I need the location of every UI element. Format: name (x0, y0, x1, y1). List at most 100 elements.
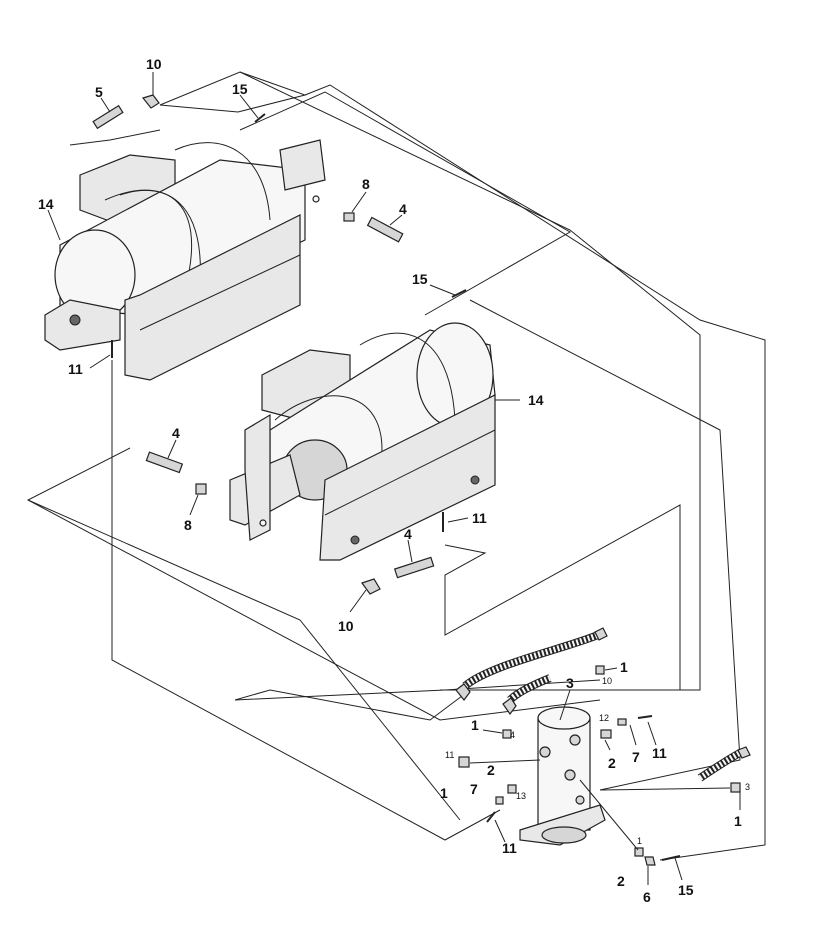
leader-5 (100, 97, 111, 113)
fitting-1-left (502, 729, 512, 739)
callout-11-mid: 11 (472, 510, 487, 526)
fitting-2-bottom (634, 847, 644, 857)
leader-3 (559, 689, 571, 721)
leader-8-top (351, 191, 367, 213)
callout-6: 6 (643, 889, 651, 905)
fitting-3-tee (730, 782, 741, 793)
callout-1-small-bottom: 1 (637, 836, 642, 846)
routing-line-mid-right (469, 299, 741, 791)
callout-14-mid: 14 (528, 392, 544, 408)
leader-15-top (239, 94, 259, 119)
winch-top-foot-left (44, 299, 121, 351)
callout-11-small: 11 (445, 750, 454, 760)
leader-15-mid (429, 284, 456, 296)
routing-line-lower-left (234, 689, 471, 721)
leader-4-left (167, 439, 177, 459)
winch-middle-rib-1 (274, 395, 383, 471)
callout-8-left: 8 (184, 517, 192, 533)
routing-line-top-left-box (69, 129, 161, 146)
callout-11-left: 11 (68, 361, 83, 377)
routing-line-mid-box (444, 504, 681, 690)
leader-1-left (482, 729, 503, 734)
leader-10-mid (349, 589, 367, 613)
winch-middle-bolt-2 (470, 475, 480, 485)
leader-1-lower-left (469, 759, 541, 764)
leader-11-left (89, 354, 111, 369)
callout-11-right: 11 (652, 745, 667, 761)
winch-top-port (312, 195, 320, 203)
callout-14-top: 14 (38, 196, 54, 212)
fitting-13 (507, 784, 517, 794)
valve-port-4 (575, 795, 585, 805)
callout-2-bottom: 2 (617, 873, 625, 889)
winch-top-rib-3 (119, 189, 201, 286)
hose-short-end-fitting (502, 697, 517, 716)
leader-4-top (389, 214, 403, 226)
winch-middle-frame (319, 394, 496, 561)
winch-middle-port (259, 519, 267, 527)
callout-4-small: 4 (510, 730, 515, 740)
callout-15-mid: 15 (412, 271, 428, 287)
valve-assembly (455, 627, 751, 885)
winch-middle-frame-rail (324, 429, 496, 516)
leader-14-top (47, 209, 61, 241)
winch-middle-frame-left (244, 413, 271, 541)
callout-4-top: 4 (399, 201, 407, 217)
hose-long-end-fitting (455, 683, 471, 701)
callout-8-top: 8 (362, 176, 370, 192)
routing-line-left-vertical (111, 360, 501, 841)
routing-line-top-long-2 (304, 84, 766, 861)
leader-valve-right (599, 787, 731, 791)
callout-13-small: 13 (516, 791, 526, 801)
callout-1-top: 1 (620, 659, 628, 675)
routing-line-left-box (26, 447, 601, 721)
callout-12-small: 12 (599, 713, 609, 723)
winch-top (44, 139, 326, 381)
callout-10-top: 10 (146, 56, 162, 72)
fitting-10-elbow-top (141, 94, 160, 109)
fitting-1-top (595, 665, 605, 675)
callout-3-valve: 3 (566, 675, 574, 691)
leader-4-mid (407, 539, 413, 563)
callout-15-top: 15 (232, 81, 248, 97)
routing-line-top-to-mid (239, 91, 572, 316)
winch-top-motor (279, 139, 326, 191)
callout-10-small: 10 (602, 676, 612, 686)
fitting-15-pin-top (254, 113, 266, 123)
callout-5: 5 (95, 84, 103, 100)
winch-top-fittings (92, 94, 467, 358)
routing-line-top-long (239, 71, 701, 691)
callout-11-bottom: 11 (502, 840, 517, 856)
winch-middle-bolt-1 (350, 535, 360, 545)
callout-1-far-right: 1 (734, 813, 742, 829)
valve-port-3 (564, 769, 576, 781)
winch-top-rib-2 (174, 142, 271, 221)
fitting-8-left (195, 483, 207, 495)
winch-top-frame-rail (139, 254, 301, 331)
routing-line-left-box-2 (27, 499, 461, 821)
valve-base (541, 826, 587, 844)
fitting-4-adapter-mid (393, 556, 435, 579)
callout-2-left: 2 (487, 762, 495, 778)
hose-long-swivel (594, 627, 608, 641)
callout-1-left: 1 (471, 717, 479, 733)
hose-short (507, 674, 552, 704)
valve-port-1 (569, 734, 581, 746)
fitting-11-pin-right (637, 715, 653, 719)
callout-7-left: 7 (470, 781, 478, 797)
winch-top-rib-1 (104, 189, 193, 291)
fitting-1-lower-left (458, 756, 470, 768)
leader-2-right (604, 739, 611, 751)
callout-leaders (47, 72, 520, 613)
callout-labels: 10 5 15 8 4 14 15 11 14 4 8 11 4 10 1 10… (38, 56, 750, 905)
winch-top-bolt (69, 314, 81, 326)
winch-middle-rib-2 (359, 332, 456, 421)
leader-15-bottom (674, 857, 683, 881)
fitting-4-adapter-top (366, 216, 404, 243)
leader-valve-bottom (579, 779, 639, 851)
callout-2-right: 2 (608, 755, 616, 771)
winch-top-frame (124, 214, 301, 381)
callout-3-small: 3 (745, 782, 750, 792)
winch-middle-fittings (145, 451, 444, 595)
